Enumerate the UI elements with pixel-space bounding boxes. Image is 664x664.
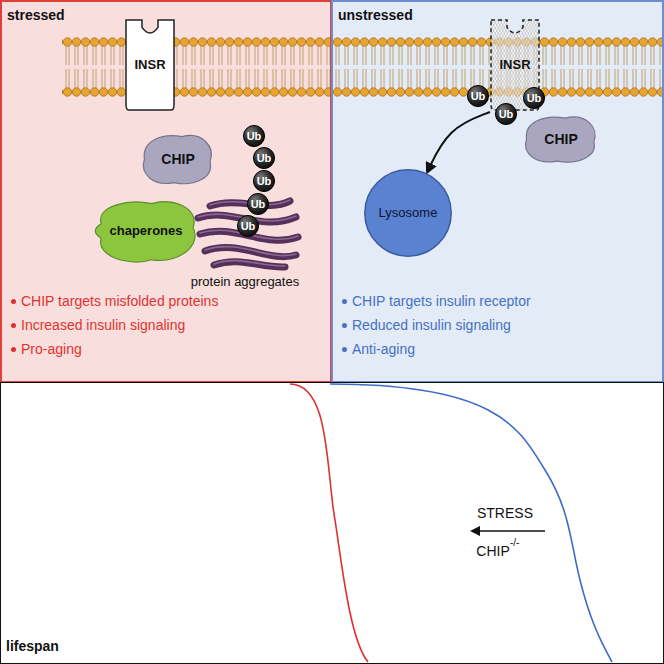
ubiquitin: Ub bbox=[523, 87, 545, 109]
ubiquitin: Ub bbox=[467, 85, 489, 107]
node-text: Ub bbox=[257, 152, 272, 165]
unstressed-panel-fill bbox=[332, 1, 663, 382]
node-text: Ub bbox=[247, 130, 262, 143]
node-text: Ub bbox=[251, 198, 266, 211]
bullet-text: CHIP targets insulin receptor bbox=[352, 293, 531, 309]
bullet-text: Reduced insulin signaling bbox=[352, 317, 511, 333]
bullet-text: CHIP targets misfolded proteins bbox=[21, 293, 218, 309]
stress-arrow bbox=[472, 530, 545, 532]
stress-label: STRESS bbox=[477, 505, 533, 521]
stressed-panel-fill bbox=[1, 1, 331, 382]
node-text: Ub bbox=[471, 90, 486, 103]
lifespan-panel: lifespan bbox=[0, 382, 664, 664]
node-text: Ub bbox=[257, 175, 272, 188]
node-text: Lysosome bbox=[379, 206, 438, 221]
node-text: Ub bbox=[499, 108, 514, 121]
aggregate-label: protein aggregates bbox=[191, 275, 299, 290]
node-text: Ub bbox=[241, 220, 256, 233]
bullet-dot bbox=[342, 347, 347, 352]
node-text: Ub bbox=[527, 92, 542, 105]
ubiquitin: Ub bbox=[243, 125, 265, 147]
node-text: CHIP bbox=[161, 151, 194, 167]
ubiquitin: Ub bbox=[253, 147, 275, 169]
lifespan-panel-fill bbox=[1, 383, 664, 664]
panel-heading: unstressed bbox=[338, 7, 413, 23]
bullet-dot bbox=[11, 347, 16, 352]
chip-protein: CHIP bbox=[520, 110, 602, 168]
node-text: INSR bbox=[499, 58, 530, 73]
bullet-dot bbox=[342, 299, 347, 304]
connector-arrow bbox=[427, 112, 490, 172]
bullet-text: Anti-aging bbox=[352, 341, 415, 357]
knockout-label: CHIP bbox=[476, 543, 509, 559]
ubiquitin: Ub bbox=[247, 193, 269, 215]
bullet-dot bbox=[11, 299, 16, 304]
knockout-superscript: -/- bbox=[510, 537, 519, 549]
chaperones-blob: chaperones bbox=[90, 195, 202, 267]
node-text: INSR bbox=[134, 58, 165, 73]
node-text: CHIP bbox=[544, 131, 577, 147]
bullet-text: Pro-aging bbox=[21, 341, 82, 357]
ubiquitin: Ub bbox=[237, 215, 259, 237]
bullet-dot bbox=[11, 323, 16, 328]
insulin-receptor: INSR bbox=[125, 18, 175, 112]
lysosome: Lysosome bbox=[363, 168, 453, 258]
bullet-text: Increased insulin signaling bbox=[21, 317, 185, 333]
panel-heading: stressed bbox=[7, 7, 65, 23]
stressed-survival-curve bbox=[290, 384, 368, 662]
cell-membrane bbox=[62, 37, 330, 97]
panel-heading: lifespan bbox=[6, 638, 59, 654]
protein-aggregates bbox=[198, 200, 298, 267]
chip-protein: CHIP bbox=[138, 128, 218, 190]
ubiquitin: Ub bbox=[495, 103, 517, 125]
bullet-dot bbox=[342, 323, 347, 328]
ubiquitin: Ub bbox=[253, 170, 275, 192]
node-text: chaperones bbox=[110, 224, 183, 239]
stressed-panel: stressedCHIP targets misfolded proteinsI… bbox=[0, 0, 332, 383]
unstressed-survival-curve bbox=[330, 384, 612, 662]
unstressed-panel: unstressedCHIP targets insulin receptorR… bbox=[331, 0, 664, 383]
